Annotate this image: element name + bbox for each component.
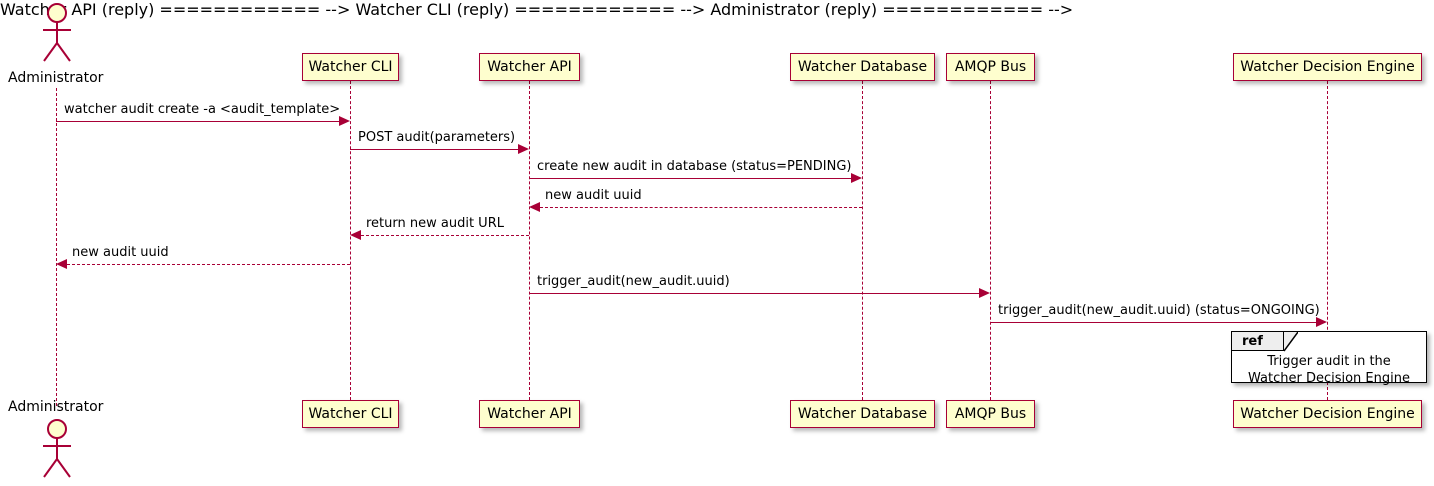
- ref-fragment-line2: Watcher Decision Engine: [1248, 371, 1410, 386]
- message-line-m8: [990, 322, 1316, 323]
- participant-label: Watcher CLI: [308, 406, 393, 422]
- ref-fragment: ref Trigger audit in the Watcher Decisio…: [1231, 331, 1427, 386]
- message-arrowhead-m7: [979, 288, 990, 298]
- message-line-m5: [361, 235, 529, 236]
- ref-fragment-body: Trigger audit in the Watcher Decision En…: [1232, 353, 1426, 387]
- participant-label: Watcher Database: [797, 406, 928, 422]
- participant-box-watcher-database-top[interactable]: Watcher Database: [790, 53, 935, 81]
- stick-figure-actor-icon: [43, 3, 71, 62]
- participant-label: Watcher API: [487, 59, 572, 75]
- lifeline-watcher-cli: [350, 81, 351, 400]
- lifeline-watcher-decision-engine: [1327, 81, 1328, 400]
- lifeline-watcher-database: [862, 81, 863, 400]
- ref-fragment-fold-icon: [1284, 332, 1298, 352]
- participant-label: Watcher Decision Engine: [1240, 59, 1415, 75]
- participant-box-watcher-cli-top[interactable]: Watcher CLI: [302, 53, 399, 81]
- lifeline-amqp-bus: [990, 81, 991, 400]
- ref-fragment-tab: ref: [1232, 332, 1284, 351]
- message-line-m4: [540, 207, 862, 208]
- participant-box-watcher-decision-engine-top[interactable]: Watcher Decision Engine: [1233, 53, 1422, 81]
- message-arrowhead-m1: [339, 116, 350, 126]
- message-label-m6: new audit uuid: [72, 245, 169, 260]
- message-label-m7: trigger_audit(new_audit.uuid): [537, 274, 730, 289]
- participant-label: AMQP Bus: [954, 59, 1027, 75]
- message-label-m8: trigger_audit(new_audit.uuid) (status=ON…: [998, 303, 1320, 318]
- actor-label-top: Administrator: [8, 70, 104, 86]
- ref-fragment-line1: Trigger audit in the: [1267, 354, 1391, 369]
- participant-label: Watcher CLI: [308, 59, 393, 75]
- message-arrowhead-m5: [350, 230, 361, 240]
- message-label-m4: new audit uuid: [545, 188, 642, 203]
- participant-box-watcher-api-top[interactable]: Watcher API: [479, 53, 580, 81]
- participant-box-amqp-bus-bottom[interactable]: AMQP Bus: [946, 400, 1035, 428]
- message-label-m3: create new audit in database (status=PEN…: [537, 159, 852, 174]
- stick-figure-actor-icon: [43, 419, 71, 478]
- ref-fragment-tab-label: ref: [1242, 333, 1263, 349]
- message-label-m5: return new audit URL: [366, 216, 504, 231]
- message-arrowhead-m8: [1316, 317, 1327, 327]
- message-line-m2: [350, 149, 518, 150]
- actor-administrator-top: [30, 2, 84, 64]
- participant-box-watcher-cli-bottom[interactable]: Watcher CLI: [302, 400, 399, 428]
- lifeline-watcher-api: [529, 81, 530, 400]
- message-line-m3: [529, 178, 851, 179]
- actor-administrator-bottom: [30, 418, 84, 480]
- participant-label: AMQP Bus: [954, 406, 1027, 422]
- actor-label-bottom: Administrator: [8, 399, 104, 415]
- message-line-m7: [529, 293, 979, 294]
- lifeline-administrator: [56, 88, 57, 406]
- message-label-m2: POST audit(parameters): [358, 130, 516, 145]
- participant-label: Watcher Decision Engine: [1240, 406, 1415, 422]
- participant-box-watcher-api-bottom[interactable]: Watcher API: [479, 400, 580, 428]
- participant-label: Watcher Database: [797, 59, 928, 75]
- message-line-m1: [56, 121, 339, 122]
- participant-box-watcher-decision-engine-bottom[interactable]: Watcher Decision Engine: [1233, 400, 1422, 428]
- message-arrowhead-m4: [529, 202, 540, 212]
- message-label-m1: watcher audit create -a <audit_template>: [64, 102, 341, 117]
- message-arrowhead-m3: [851, 173, 862, 183]
- participant-label: Watcher API: [487, 406, 572, 422]
- participant-box-watcher-database-bottom[interactable]: Watcher Database: [790, 400, 935, 428]
- message-line-m6: [67, 264, 350, 265]
- message-arrowhead-m6: [56, 259, 67, 269]
- participant-box-amqp-bus-top[interactable]: AMQP Bus: [946, 53, 1035, 81]
- message-arrowhead-m2: [518, 144, 529, 154]
